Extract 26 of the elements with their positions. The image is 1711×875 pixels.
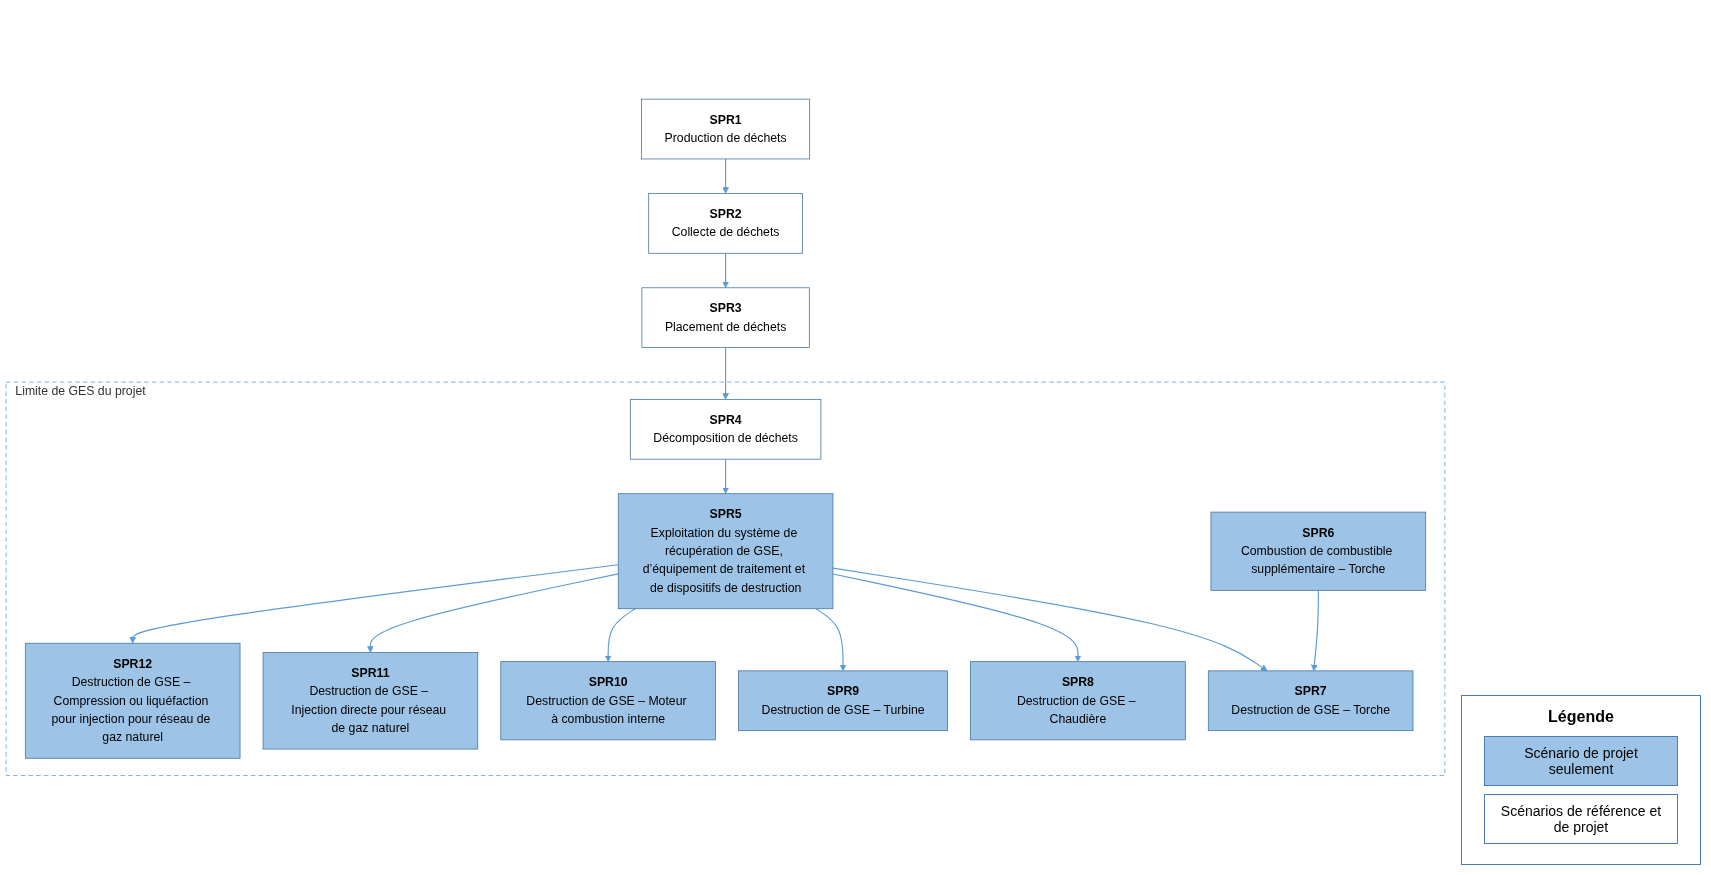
node-box: SPR7 Destruction de GSE – Torche (1207, 670, 1414, 732)
node-box: SPR10 Destruction de GSE – Moteur à combustion interne (500, 661, 716, 741)
arrow (722, 458, 729, 495)
node-box: SPR8 Destruction de GSE – Chaudière (970, 661, 1186, 741)
arrow (832, 573, 1082, 663)
node-box: SPR6 Combustion de combustible supplémentaire – Torche (1210, 511, 1427, 591)
node-box: SPR9 Destruction de GSE – Turbine (738, 670, 948, 732)
arrow (604, 608, 636, 663)
arrow (722, 158, 729, 194)
legend-swatch: Scénario de projet seulement (1484, 736, 1678, 786)
arrow (815, 608, 847, 672)
arrow (1311, 589, 1319, 672)
arrow (722, 347, 729, 400)
arrow (129, 564, 619, 644)
node-box: SPR11 Destruction de GSE – Injection directe pour réseau de gaz naturel (262, 652, 479, 750)
arrow (367, 573, 619, 653)
node-box: SPR3 Placement de déchets (641, 287, 810, 349)
node-box: SPR12 Destruction de GSE – Compression ou liquéfaction pour injection pour réseau de gaz naturel (24, 643, 241, 759)
legend-title: Légende (1547, 708, 1615, 726)
node-box: SPR5 Exploitation du système de récupération de GSE, d’équipement de traitement et de dispositifs de destruction (617, 493, 834, 610)
arrow (832, 567, 1268, 672)
arrow (722, 252, 729, 289)
node-box: SPR1 Production de déchets (641, 98, 811, 160)
legend-swatch: Scénarios de référence et de projet (1484, 794, 1678, 844)
node-box: SPR4 Décomposition de déchets (629, 399, 822, 460)
node-box: SPR2 Collecte de déchets (648, 193, 803, 254)
